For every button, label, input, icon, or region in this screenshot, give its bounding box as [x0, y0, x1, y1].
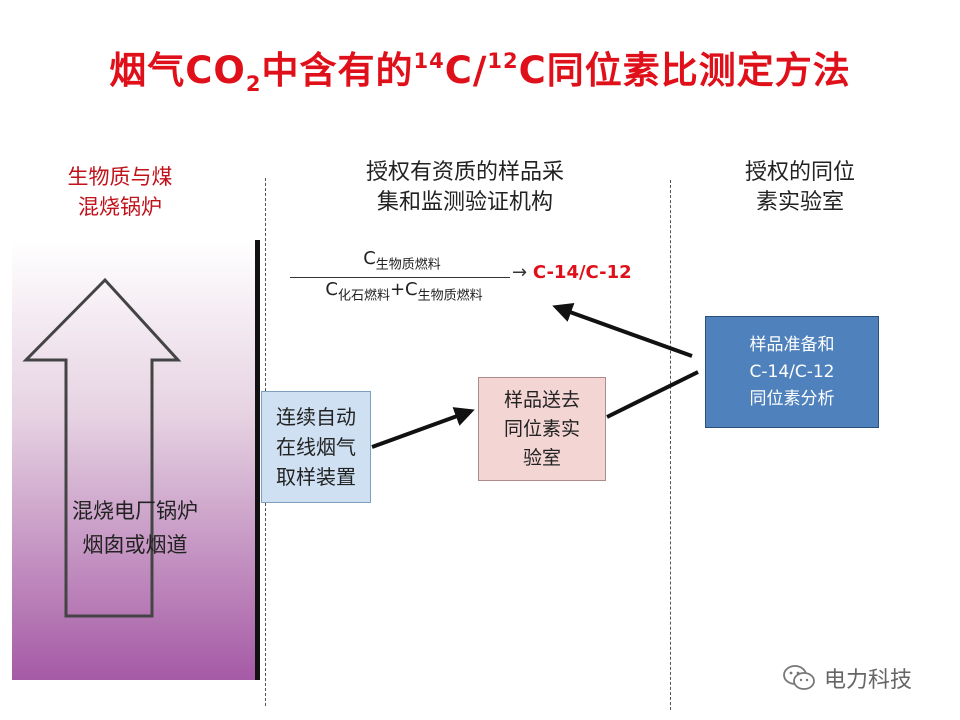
fraction-line: [290, 277, 510, 278]
ratio-label: C-14/C-12: [532, 262, 632, 283]
chimney-label: 混烧电厂锅炉 烟囱或烟道: [12, 494, 258, 562]
formula-numerator: C生物质燃料: [332, 248, 472, 273]
column-header-boiler-line2: 混烧锅炉: [78, 195, 162, 219]
ratio-formula: C生物质燃料 C化石燃料+C生物质燃料 → C-14/C-12: [280, 244, 680, 314]
send-box-line3: 验室: [522, 446, 561, 469]
column-header-agency: 授权有资质的样品采 集和监测验证机构: [300, 158, 630, 218]
sampler-box: 连续自动 在线烟气 取样装置: [261, 391, 371, 503]
watermark: 电力科技: [782, 660, 942, 696]
lab-analysis-box: 样品准备和 C-14/C-12 同位素分析: [705, 316, 879, 428]
lab-box-line2: C-14/C-12: [749, 361, 835, 382]
column-header-lab-line1: 授权的同位: [744, 160, 855, 185]
connector-lab-to-ratio: [552, 303, 693, 358]
denominator-plus: +C: [389, 279, 418, 300]
title-part2: 中含有的: [261, 49, 414, 92]
title-superscript-12: 12: [487, 49, 519, 73]
denominator-subscript1: 化石燃料: [337, 288, 390, 304]
watermark-text: 电力科技: [824, 668, 913, 693]
numerator-subscript: 生物质燃料: [375, 257, 441, 273]
title-subscript: 2: [245, 72, 262, 96]
flue-gas-up-arrow: [22, 277, 182, 618]
chimney-wall: [255, 240, 260, 680]
wechat-icon: [783, 665, 815, 690]
title-part3: C/: [444, 49, 488, 92]
title-superscript-14: 14: [413, 49, 445, 73]
send-box-line1: 样品送去: [503, 388, 580, 411]
chimney-label-line1: 混烧电厂锅炉: [72, 499, 198, 523]
title-part4: C同位素比测定方法: [518, 49, 851, 92]
column-header-agency-line2: 集和监测验证机构: [376, 190, 553, 215]
denominator-subscript2: 生物质燃料: [417, 288, 483, 304]
sampler-box-line2: 在线烟气: [276, 435, 356, 459]
lab-box-line3: 同位素分析: [749, 388, 835, 409]
connector-send-to-lab: [606, 370, 699, 419]
title-part1: 烟气CO: [109, 49, 246, 92]
lab-box-line1: 样品准备和: [749, 334, 835, 355]
send-sample-box: 样品送去 同位素实 验室: [478, 377, 606, 481]
divider-right: [670, 180, 671, 710]
right-arrow-icon: →: [512, 262, 528, 283]
formula-denominator: C化石燃料+C生物质燃料: [294, 279, 514, 304]
numerator-base: C: [363, 248, 376, 269]
connector-sampler-to-send: [371, 407, 475, 449]
column-header-boiler: 生物质与煤 混烧锅炉: [30, 162, 210, 222]
column-header-agency-line1: 授权有资质的样品采: [365, 160, 564, 185]
send-box-line2: 同位素实: [503, 417, 580, 440]
page-title: 烟气CO2中含有的14C/12C同位素比测定方法: [0, 40, 960, 96]
sampler-box-line1: 连续自动: [276, 405, 356, 429]
denominator-base1: C: [325, 279, 338, 300]
chimney-label-line2: 烟囱或烟道: [82, 533, 188, 557]
column-header-boiler-line1: 生物质与煤: [67, 165, 173, 189]
column-header-lab: 授权的同位 素实验室: [700, 158, 900, 218]
formula-result: → C-14/C-12: [512, 262, 632, 283]
sampler-box-line3: 取样装置: [276, 465, 356, 489]
column-header-lab-line2: 素实验室: [755, 190, 844, 215]
